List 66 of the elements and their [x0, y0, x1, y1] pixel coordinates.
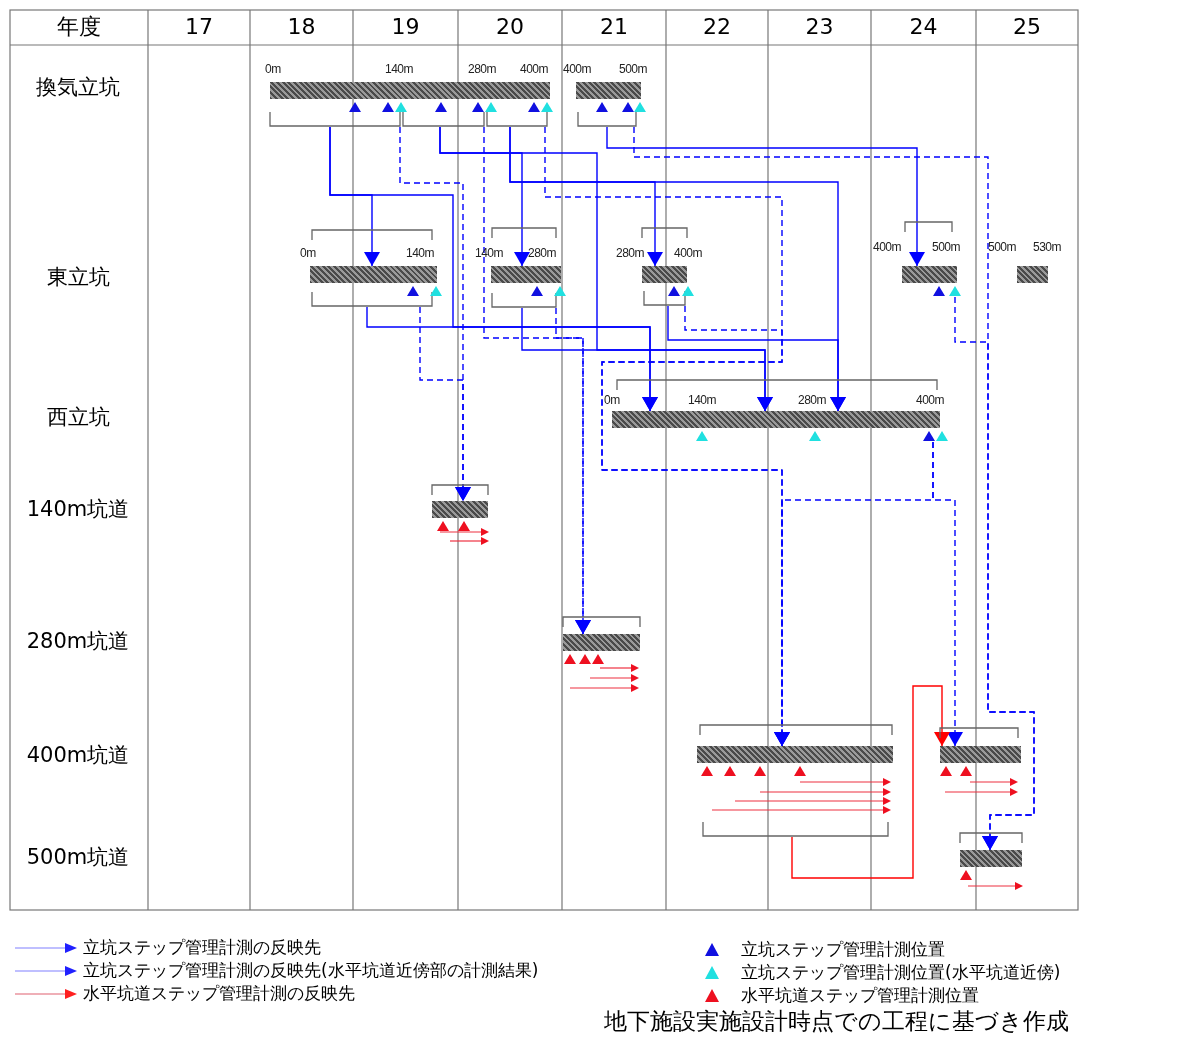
row-label: 西立坑	[46, 404, 110, 431]
depth-label: 140m	[406, 246, 435, 260]
schedule-bar-drawing	[576, 82, 646, 127]
schedule-bar-drawing	[642, 266, 694, 306]
row-label: 換気立坑	[36, 74, 120, 101]
schedule-bar-drawing	[612, 411, 948, 442]
arrow	[606, 126, 925, 267]
depth-label: 500m	[988, 240, 1017, 254]
depth-label: 280m	[616, 246, 645, 260]
schedule-bar-drawing	[902, 266, 961, 297]
depth-label: 530m	[1033, 240, 1062, 254]
schedule-bar-drawing	[270, 82, 553, 127]
row-label: 280m坑道	[26, 628, 130, 655]
header-cell: 18	[287, 13, 316, 41]
schedule-bar-drawing	[563, 634, 640, 693]
depth-label: 0m	[604, 393, 620, 407]
arrow	[419, 306, 471, 502]
schedule-bar-drawing	[1017, 266, 1048, 283]
header-cell: 17	[185, 13, 213, 41]
header-cell: 24	[909, 13, 938, 41]
header-cell: 21	[600, 13, 628, 41]
row-label: 140m坑道	[26, 496, 130, 523]
arrow	[667, 305, 846, 412]
legend-text: 立坑ステップ管理計測の反映先(水平坑道近傍部の計測結果)	[83, 959, 539, 982]
header-cell: 19	[391, 13, 420, 41]
schedule-bar-drawing	[491, 266, 566, 308]
legend-text: 立坑ステップ管理計測位置	[741, 938, 945, 961]
depth-label: 400m	[873, 240, 902, 254]
depth-label: 140m	[688, 393, 717, 407]
depth-label: 140m	[385, 62, 414, 76]
row-label: 500m坑道	[26, 844, 130, 871]
arrow	[521, 307, 773, 412]
schedule-bar-drawing	[310, 266, 442, 307]
arrow	[932, 441, 963, 747]
arrow	[555, 307, 591, 635]
schedule-bar-drawing	[432, 501, 490, 546]
schedule-bar-drawing	[960, 850, 1024, 891]
depth-label: 0m	[300, 246, 316, 260]
depth-label: 500m	[619, 62, 648, 76]
schedule-bar-drawing	[697, 746, 893, 837]
arrow	[954, 296, 1035, 851]
legend-text: 水平坑道ステップ管理計測位置	[741, 984, 979, 1007]
arrow	[366, 306, 658, 412]
depth-label: 280m	[798, 393, 827, 407]
row-label: 400m坑道	[26, 742, 130, 769]
depth-label: 0m	[265, 62, 281, 76]
header-cell: 23	[805, 13, 834, 41]
depth-label: 400m	[674, 246, 703, 260]
arrow	[791, 685, 950, 879]
legend-text: 水平坑道ステップ管理計測の反映先	[83, 982, 355, 1005]
depth-label: 400m	[520, 62, 549, 76]
header-cell: 22	[703, 13, 731, 41]
depth-label: 500m	[932, 240, 961, 254]
depth-label: 400m	[916, 393, 945, 407]
depth-label: 140m	[475, 246, 504, 260]
depth-label: 280m	[468, 62, 497, 76]
legend-text: 立坑ステップ管理計測位置(水平坑道近傍)	[741, 961, 1061, 984]
depth-label: 400m	[563, 62, 592, 76]
header-cell: 25	[1013, 13, 1041, 41]
header-cell: 20	[496, 13, 524, 41]
schedule-bar-drawing	[940, 746, 1021, 797]
caption: 地下施設実施設計時点での工程に基づき作成	[604, 1007, 1069, 1036]
legend-text: 立坑ステップ管理計測の反映先	[83, 936, 321, 959]
header-cell: 年度	[57, 13, 101, 41]
row-label: 東立坑	[46, 264, 110, 291]
depth-label: 280m	[528, 246, 557, 260]
